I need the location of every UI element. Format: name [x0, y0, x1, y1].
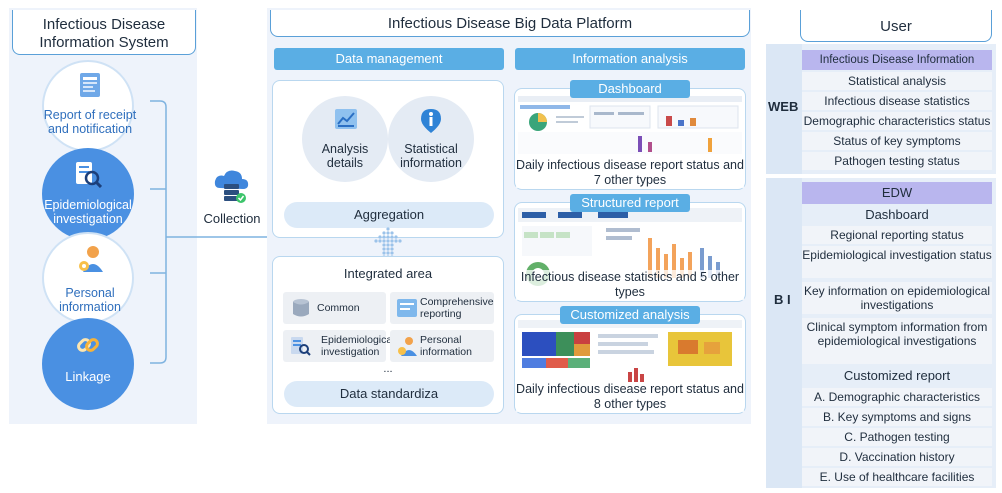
bi-item-epidemiological-status[interactable]: Epidemiological investigation status — [802, 246, 992, 278]
dashboard-thumbnail-graphic — [518, 96, 742, 154]
tile-common[interactable]: Common — [283, 292, 386, 324]
bi-item-clinical-symptom[interactable]: Clinical symptom information from epidem… — [802, 318, 992, 364]
tile-comprehensive[interactable]: Comprehensive reporting — [390, 292, 494, 324]
bi-custom-demographic[interactable]: A. Demographic characteristics — [802, 388, 992, 406]
data-standardize-bar[interactable]: Data standardiza — [284, 381, 494, 407]
web-item-statistical-analysis[interactable]: Statistical analysis — [802, 72, 992, 90]
structured-report-caption: Infectious disease statistics and 5 othe… — [516, 270, 744, 300]
bi-label-text: B I — [774, 292, 791, 307]
customized-analysis-caption: Daily infectious disease report status a… — [516, 382, 744, 412]
personal-information-node[interactable]: Personal information — [42, 232, 134, 324]
report-notification-node[interactable]: Report of receipt and notification — [42, 60, 136, 152]
aggregation-arrow — [374, 227, 402, 259]
collection-label: Collection — [203, 211, 261, 226]
customized-analysis-title[interactable]: Customized analysis — [560, 306, 700, 324]
investigation-icon — [74, 160, 103, 193]
statistical-information-bubble[interactable]: Statistical information — [388, 96, 474, 182]
data-management-header: Data management — [274, 48, 504, 70]
dashboard-caption: Daily infectious disease report status a… — [516, 158, 744, 188]
info-icon — [420, 108, 442, 139]
platform-title: Infectious Disease Big Data Platform — [270, 10, 750, 37]
user-title: User — [800, 10, 992, 42]
bi-section-label: B I — [766, 178, 802, 488]
tile-common-label: Common — [317, 302, 360, 314]
integrated-area-title: Integrated area — [343, 266, 433, 281]
web-item-demographic-characteristics[interactable]: Demographic characteristics status — [802, 112, 992, 130]
bi-item-key-information[interactable]: Key information on epidemiological inves… — [802, 282, 992, 314]
bi-custom-healthcare-use[interactable]: E. Use of healthcare facilities — [802, 468, 992, 486]
web-header: Infectious Disease Information System — [802, 50, 992, 86]
left-connector-lines — [150, 100, 268, 364]
bi-custom-vaccination[interactable]: D. Vaccination history — [802, 448, 992, 466]
customized-analysis-thumbnail-graphic — [518, 320, 742, 382]
dashboard-title[interactable]: Dashboard — [570, 80, 690, 98]
investigation-small-icon — [289, 335, 311, 362]
epidemiological-investigation-node[interactable]: Epidemiological investigation — [42, 148, 134, 240]
web-item-infectious-disease-statistics[interactable]: Infectious disease statistics — [802, 92, 992, 110]
cloud-server-icon — [212, 168, 252, 211]
bi-custom-pathogen-testing[interactable]: C. Pathogen testing — [802, 428, 992, 446]
bi-customized-report-title: Customized report — [802, 367, 992, 385]
epidemiological-investigation-label: Epidemiological investigation — [44, 198, 132, 226]
linkage-node[interactable]: Linkage — [42, 318, 134, 410]
link-icon — [75, 332, 101, 363]
structured-report-title[interactable]: Structured report — [570, 194, 690, 212]
personal-information-label: Personal information — [59, 286, 121, 314]
tile-epidemiological[interactable]: Epidemiological investigation — [283, 330, 395, 362]
analysis-chart-icon — [334, 108, 358, 135]
information-analysis-header: Information analysis — [515, 48, 745, 70]
web-label-text: WEB — [768, 99, 799, 114]
web-item-pathogen-testing[interactable]: Pathogen testing status — [802, 152, 992, 170]
statistical-information-label: Statistical information — [400, 142, 462, 170]
person-small-icon — [396, 335, 418, 362]
tile-epidemiological-label: Epidemiological investigation — [321, 334, 395, 358]
tile-personal[interactable]: Personal information — [390, 330, 494, 362]
report-notification-label: Report of receipt and notification — [43, 108, 137, 136]
bi-item-regional-reporting[interactable]: Regional reporting status — [802, 226, 992, 244]
database-icon — [291, 298, 311, 323]
tile-comprehensive-label: Comprehensive reporting — [420, 296, 494, 320]
platform-title-text: Infectious Disease Big Data Platform — [387, 15, 633, 32]
dashboard-thumbnail — [518, 96, 742, 154]
bi-custom-key-symptoms[interactable]: B. Key symptoms and signs — [802, 408, 992, 426]
left-title: Infectious Disease Information System — [12, 10, 196, 55]
analysis-details-label: Analysis details — [321, 142, 369, 170]
user-title-text: User — [880, 18, 912, 35]
reporting-icon — [396, 298, 418, 323]
left-title-text: Infectious Disease Information System — [39, 16, 169, 51]
aggregation-bar[interactable]: Aggregation — [284, 202, 494, 228]
web-item-key-symptoms[interactable]: Status of key symptoms — [802, 132, 992, 150]
edw-header: EDW — [802, 182, 992, 204]
linkage-label: Linkage — [65, 369, 111, 384]
bi-dashboard-title: Dashboard — [802, 206, 992, 224]
report-icon — [78, 72, 102, 103]
integrated-ellipsis: ... — [383, 363, 393, 375]
analysis-details-bubble[interactable]: Analysis details — [302, 96, 388, 182]
web-section-label: WEB — [766, 44, 802, 174]
tile-personal-label: Personal information — [420, 334, 472, 358]
person-icon — [76, 244, 106, 279]
